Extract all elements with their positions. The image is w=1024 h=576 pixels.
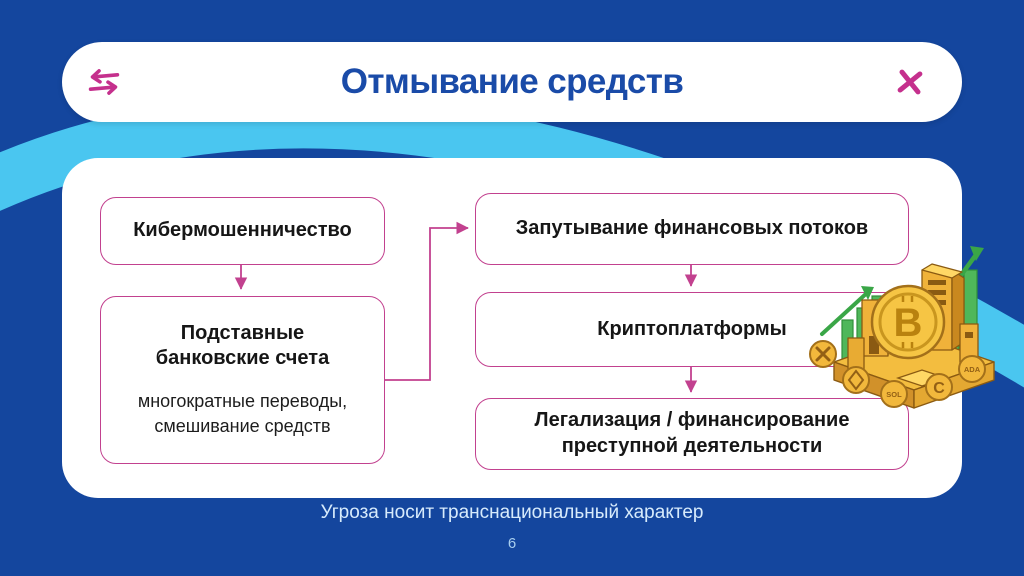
box-label: Криптоплатформы <box>597 317 787 340</box>
page-number: 6 <box>507 535 517 552</box>
header-bar: Отмывание средств <box>62 42 962 122</box>
eth-coin <box>842 366 870 394</box>
swap-arrows-icon[interactable] <box>87 67 121 97</box>
box-shell-bank-accounts: Подставные банковские счета многократные… <box>100 296 385 464</box>
flowchart-panel: Кибермошенничество Подставные банковские… <box>62 158 962 498</box>
sol-coin: SOL <box>880 380 908 408</box>
box-flow-obfuscation: Запутывание финансовых потоков <box>475 193 909 265</box>
svg-text:SOL: SOL <box>886 390 902 399</box>
box-note: многократные переводы, смешивание средст… <box>137 390 348 437</box>
svg-text:C: C <box>933 380 945 397</box>
svg-text:B: B <box>894 301 923 345</box>
svg-text:ADA: ADA <box>964 365 981 374</box>
ada-coin: ADA <box>958 355 986 383</box>
page-title: Отмывание средств <box>340 62 684 101</box>
box-label: Запутывание финансовых потоков <box>515 217 869 240</box>
box-label: Кибермошенничество <box>133 219 352 242</box>
bitcoin-coin: B <box>870 284 946 360</box>
footer-caption: Угроза носит транснациональный характер <box>320 502 704 523</box>
box-label: Подставные банковские счета <box>155 321 330 370</box>
xrp-coin <box>809 340 837 368</box>
box-cyber-fraud: Кибермошенничество <box>100 197 385 265</box>
close-icon[interactable] <box>896 68 924 96</box>
crypto-city-illustration: B SOL C ADA <box>809 246 995 409</box>
usdc-coin: C <box>925 373 953 401</box>
box-label: Легализация / финансирование преступной … <box>534 409 850 457</box>
box-legalization: Легализация / финансирование преступной … <box>475 398 909 470</box>
flow-arrows <box>234 221 698 393</box>
